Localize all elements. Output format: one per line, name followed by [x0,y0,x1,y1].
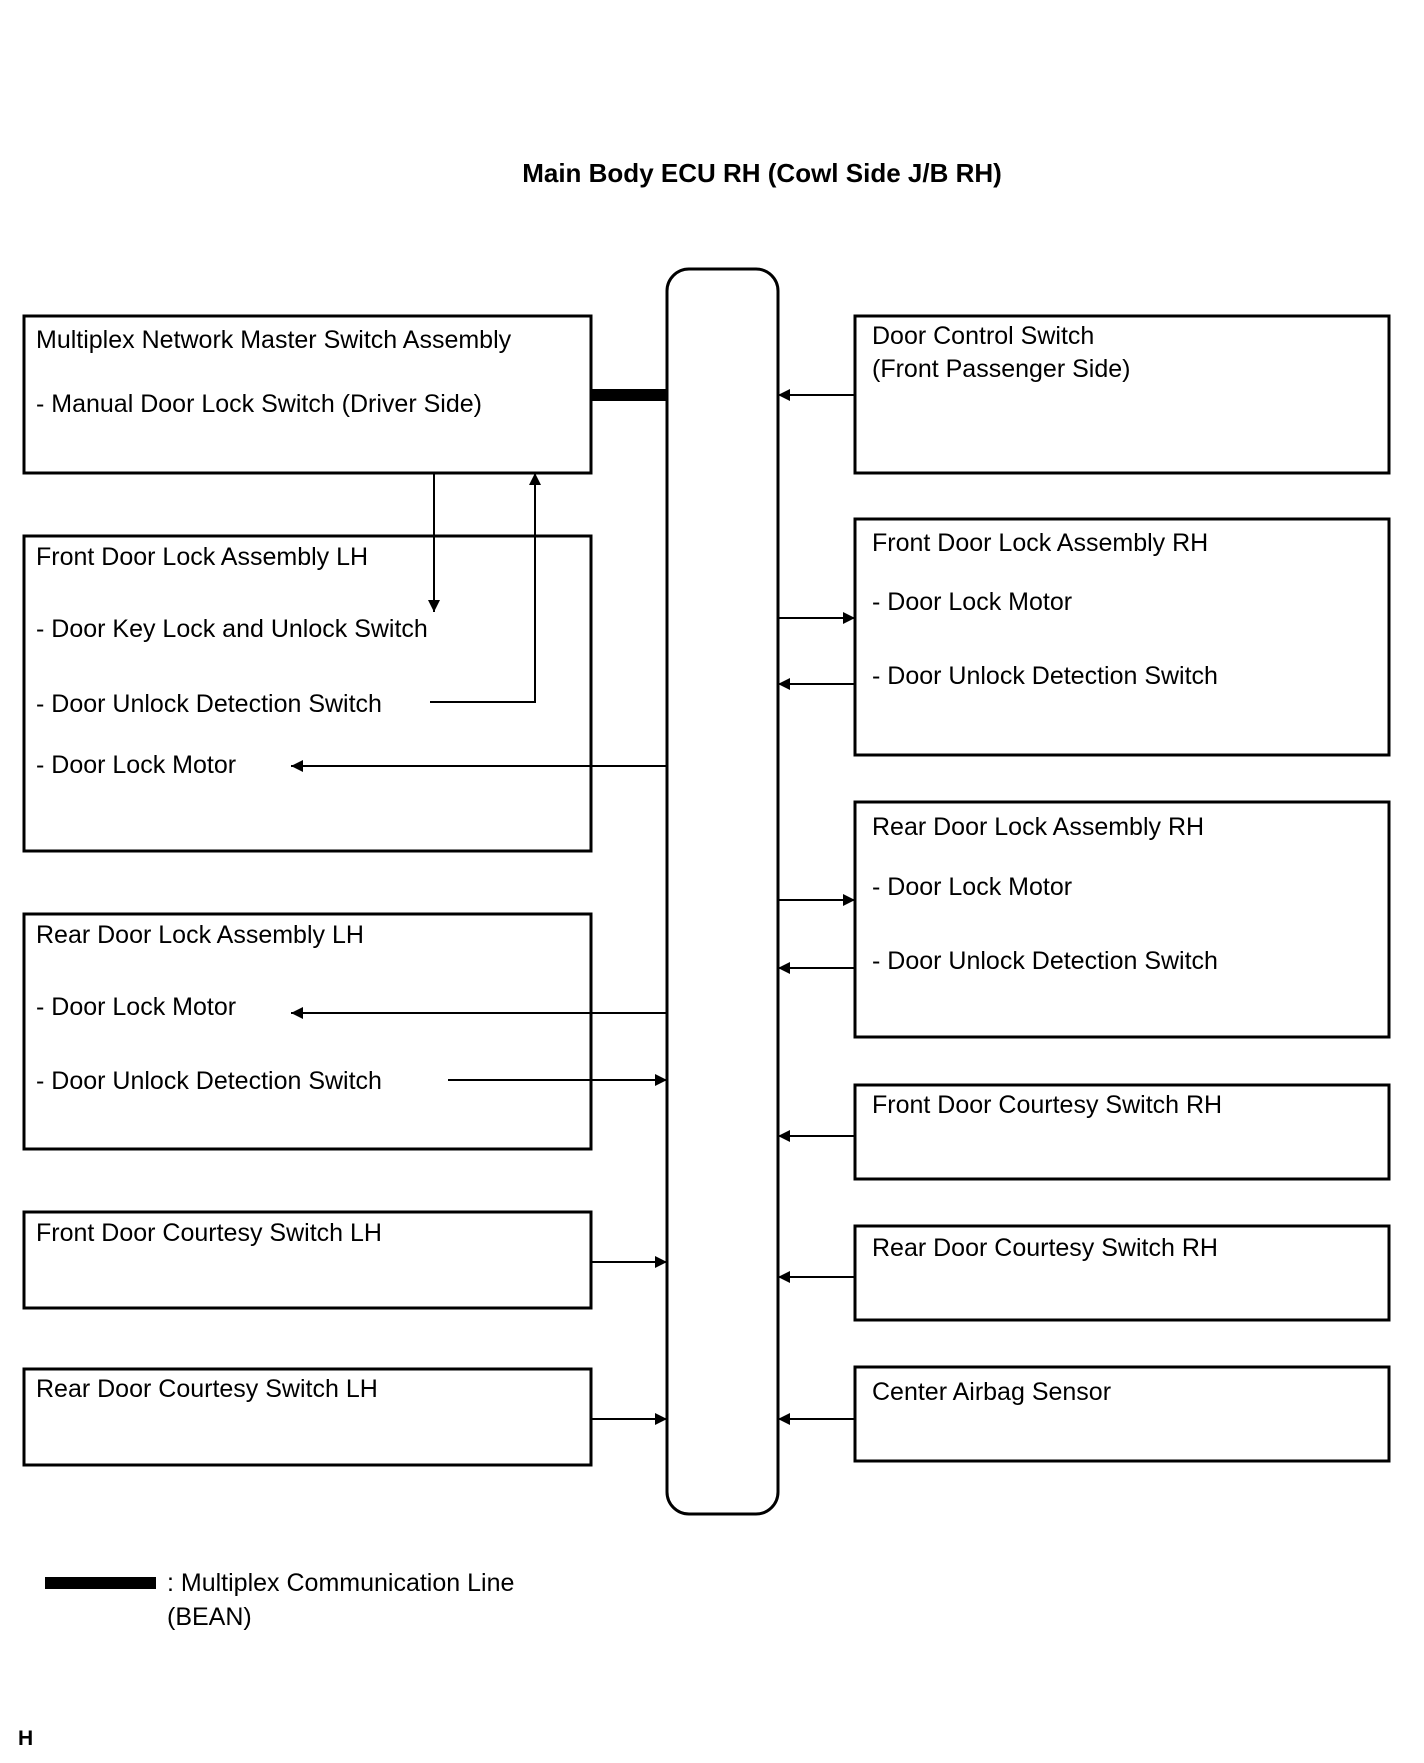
door-control-switch-subtitle: (Front Passenger Side) [872,355,1130,383]
rear-door-lock-lh-box: Rear Door Lock Assembly LH - Door Lock M… [22,912,593,1151]
rear-courtesy-lh-title: Rear Door Courtesy Switch LH [36,1375,378,1403]
figure-code: H [18,1727,33,1750]
rear-door-lock-rh-title: Rear Door Lock Assembly RH [872,813,1204,841]
front-door-lock-lh-unlock-detect: - Door Unlock Detection Switch [36,690,382,718]
rear-courtesy-rh-box: Rear Door Courtesy Switch RH [853,1224,1391,1322]
rear-courtesy-lh-box: Rear Door Courtesy Switch LH [22,1367,593,1467]
legend: : Multiplex Communication Line (BEAN) [45,1569,514,1631]
front-courtesy-lh-title: Front Door Courtesy Switch LH [36,1219,382,1247]
front-courtesy-lh-box: Front Door Courtesy Switch LH [22,1210,593,1310]
front-door-lock-lh-motor: - Door Lock Motor [36,751,236,779]
front-door-lock-rh-title: Front Door Lock Assembly RH [872,529,1208,557]
ecu-bar [665,267,780,1516]
unlock-detect-to-master-arrow [430,473,541,703]
diagram-title: Main Body ECU RH (Cowl Side J/B RH) [522,158,1002,188]
rear-door-lock-rh-box: Rear Door Lock Assembly RH - Door Lock M… [853,800,1391,1039]
master-switch-box: Multiplex Network Master Switch Assembly… [22,314,593,475]
front-door-lock-rh-box: Front Door Lock Assembly RH - Door Lock … [853,517,1391,757]
front-door-lock-rh-motor: - Door Lock Motor [872,588,1072,616]
front-door-lock-lh-key-switch: - Door Key Lock and Unlock Switch [36,615,428,643]
front-door-lock-rh-unlock-detect: - Door Unlock Detection Switch [872,662,1218,690]
center-airbag-sensor-title: Center Airbag Sensor [872,1378,1111,1406]
rear-courtesy-rh-title: Rear Door Courtesy Switch RH [872,1234,1218,1262]
legend-line2: (BEAN) [167,1603,252,1631]
rear-door-lock-lh-motor: - Door Lock Motor [36,993,236,1021]
center-airbag-sensor-box: Center Airbag Sensor [853,1365,1391,1463]
front-courtesy-rh-box: Front Door Courtesy Switch RH [853,1083,1391,1181]
door-control-switch-box: Door Control Switch (Front Passenger Sid… [853,314,1391,475]
rear-door-lock-rh-motor: - Door Lock Motor [872,873,1072,901]
door-control-switch-title: Door Control Switch [872,322,1094,350]
front-door-lock-lh-title: Front Door Lock Assembly LH [36,543,368,571]
master-switch-item: - Manual Door Lock Switch (Driver Side) [36,390,482,418]
front-door-lock-lh-box: Front Door Lock Assembly LH - Door Key L… [22,534,593,853]
rear-door-lock-rh-unlock-detect: - Door Unlock Detection Switch [872,947,1218,975]
rear-door-lock-lh-title: Rear Door Lock Assembly LH [36,921,364,949]
master-switch-title: Multiplex Network Master Switch Assembly [36,326,512,354]
front-courtesy-rh-title: Front Door Courtesy Switch RH [872,1091,1222,1119]
legend-line1: : Multiplex Communication Line [167,1569,514,1597]
rear-door-lock-lh-unlock-detect: - Door Unlock Detection Switch [36,1067,382,1095]
